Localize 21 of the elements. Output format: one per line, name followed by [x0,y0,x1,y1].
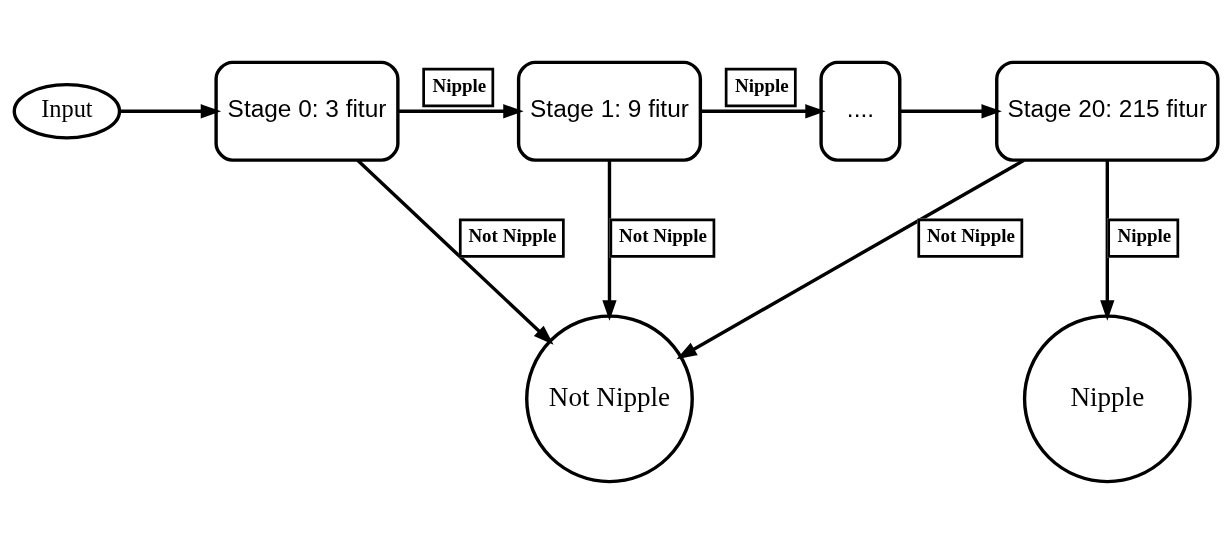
arrow [398,103,524,118]
arrow [700,103,826,118]
edge-label: Nipple [432,74,487,96]
node-box: Stage 1: 9 fitur [516,60,703,162]
node-box: Stage 20: 215 fitur [995,60,1220,162]
node-ellipse: Input [12,82,122,140]
node-box: .... [819,60,902,162]
node-circle: Nipple [1022,313,1192,483]
arrow [899,103,1002,118]
edge-label: Nipple [1117,224,1172,246]
arrow [119,103,222,118]
edge-label: Not Nipple [468,224,557,246]
node-circle: Not Nipple [525,313,694,483]
edge-label: Not Nipple [926,224,1015,246]
edge-label: Not Nipple [618,224,708,246]
arrow [1100,159,1115,321]
edge-label: Nipple [734,74,789,96]
arrow [676,158,1025,359]
arrow [602,159,617,321]
node-box: Stage 0: 3 fitur [214,60,400,162]
arrow [356,158,554,345]
